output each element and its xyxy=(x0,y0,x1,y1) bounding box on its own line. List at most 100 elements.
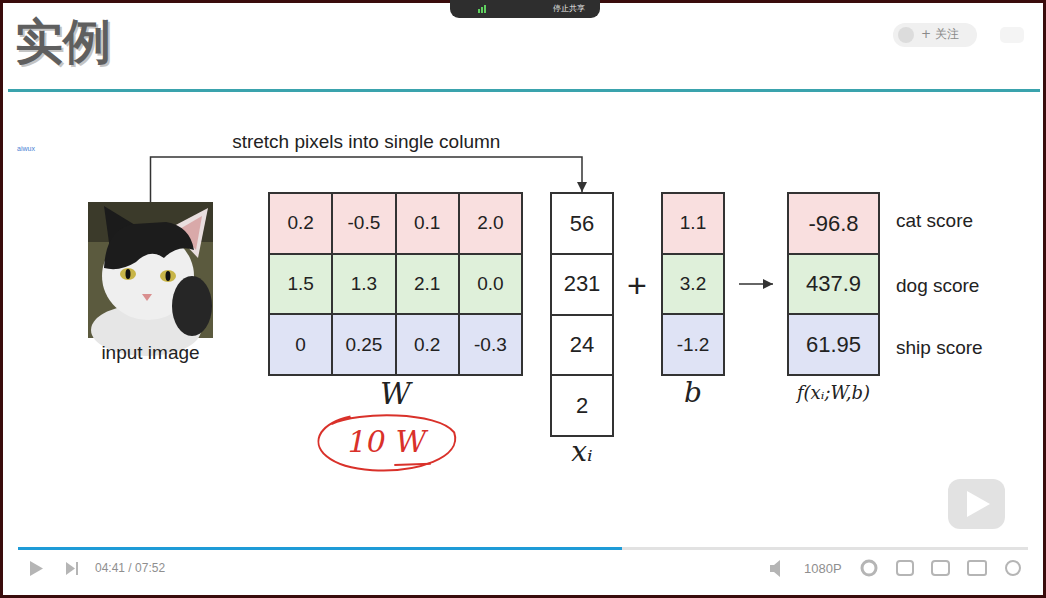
pixel-vector: 56231242xᵢ xyxy=(550,192,614,437)
widescreen-icon xyxy=(968,561,986,575)
cell-value: 231 xyxy=(564,271,601,296)
cell-value: 24 xyxy=(570,332,594,357)
progress-played xyxy=(18,547,622,550)
avatar-icon xyxy=(898,27,914,43)
cat-patch xyxy=(104,222,194,269)
node-caption: xᵢ xyxy=(571,436,592,468)
cell-value: 1.5 xyxy=(287,273,313,295)
play-icon xyxy=(30,561,43,576)
cat-photo xyxy=(88,202,213,356)
vector-cell: -1.2 xyxy=(662,314,724,375)
vector-cell: 2 xyxy=(551,375,613,436)
node-caption: input image xyxy=(101,342,199,364)
cell-value: 56 xyxy=(570,211,594,236)
signal-bar xyxy=(478,9,480,13)
volume-icon xyxy=(770,560,780,577)
node-caption: f(xᵢ;W,b) xyxy=(797,383,870,404)
cell-value: -96.8 xyxy=(808,211,858,236)
node-caption: W xyxy=(380,377,411,412)
cell-value: 61.95 xyxy=(806,332,861,357)
matrix-cell: 1.3 xyxy=(332,254,395,315)
cell-value: 0.2 xyxy=(287,212,313,234)
matrix-cell: 0.2 xyxy=(396,314,459,375)
cell-value: 437.9 xyxy=(806,271,861,296)
matrix-cell: 0.1 xyxy=(396,193,459,254)
cell-value: 0 xyxy=(295,334,306,356)
menu-button xyxy=(1000,27,1024,43)
matrix-cell: 0.0 xyxy=(459,254,522,315)
follow-text: + 关注 xyxy=(921,28,959,42)
progress-track xyxy=(18,547,1028,550)
cell-value: 1.3 xyxy=(351,273,377,295)
fullscreen-icon xyxy=(1006,561,1020,575)
signal-bar xyxy=(481,7,483,13)
slide-background xyxy=(3,3,1043,595)
matrix-cell: -0.5 xyxy=(332,193,395,254)
matrix-cell: 0.25 xyxy=(332,314,395,375)
input-image: input image xyxy=(88,202,213,338)
pip-icon xyxy=(932,561,949,575)
vector-cell: 3.2 xyxy=(662,254,724,315)
matrix-cell: 2.0 xyxy=(459,193,522,254)
big-play-icon xyxy=(967,491,990,517)
cell-value: 2.0 xyxy=(477,212,503,234)
weight-matrix: 0.2-0.50.12.01.51.32.10.000.250.2-0.3W xyxy=(268,192,523,376)
edge-label: stretch pixels into single column xyxy=(229,131,503,153)
cat-eye xyxy=(120,268,136,280)
node-caption: b xyxy=(684,377,702,409)
time-display: 04:41 / 07:52 xyxy=(95,562,165,576)
note-text: 10 W xyxy=(348,425,427,460)
note-ellipse xyxy=(318,415,455,470)
score-cell: 437.9 xyxy=(788,254,879,315)
matrix-cell: 0.2 xyxy=(269,193,332,254)
cat-patch xyxy=(172,276,212,336)
cell-value: -0.3 xyxy=(474,334,507,356)
score-label: cat score xyxy=(896,210,973,232)
matrix-cell: 1.5 xyxy=(269,254,332,315)
cell-value: 2.1 xyxy=(414,273,440,295)
stop-share-text: 停止共享 xyxy=(553,4,585,13)
cat-eye xyxy=(160,270,176,282)
note-underline xyxy=(394,464,431,465)
score-label: dog score xyxy=(896,275,979,297)
watermark: aiwux xyxy=(17,145,35,153)
settings-icon xyxy=(862,561,876,575)
quality-label: 1080P xyxy=(804,562,842,577)
connector-arrow xyxy=(739,283,773,285)
matrix-cell: -0.3 xyxy=(459,314,522,375)
slide-title: 实例 xyxy=(15,14,111,69)
bias-vector: 1.13.2-1.2b xyxy=(661,192,725,376)
signal-bar xyxy=(484,5,486,13)
cell-value: -0.5 xyxy=(348,212,381,234)
matrix-cell: 2.1 xyxy=(396,254,459,315)
title-rule xyxy=(8,89,1040,92)
cat-pupil xyxy=(166,271,171,281)
handwritten-note: 10 W xyxy=(314,410,460,474)
share-bar xyxy=(450,0,600,18)
next-icon xyxy=(76,562,78,575)
cell-value: 0.1 xyxy=(414,212,440,234)
score-label: ship score xyxy=(896,337,983,359)
cell-value: 3.2 xyxy=(680,273,706,295)
cell-value: 0.0 xyxy=(477,273,503,295)
danmaku-icon xyxy=(897,561,913,575)
vector-cell: 231 xyxy=(551,254,613,315)
follow-button xyxy=(893,23,977,47)
score-vector: -96.8437.961.95f(xᵢ;W,b) xyxy=(787,192,880,376)
vector-cell: 1.1 xyxy=(662,193,724,254)
cat-nose xyxy=(142,294,152,301)
cell-value: 1.1 xyxy=(680,212,706,234)
cell-value: 2 xyxy=(576,393,588,418)
score-cell: -96.8 xyxy=(788,193,879,254)
vector-cell: 24 xyxy=(551,315,613,376)
cat-pupil xyxy=(126,269,131,279)
cell-value: 0.25 xyxy=(345,334,382,356)
matrix-cell: 0 xyxy=(269,314,332,375)
vector-cell: 56 xyxy=(551,193,613,254)
cell-value: 0.2 xyxy=(414,334,440,356)
next-icon xyxy=(66,562,75,575)
plus-sign: + xyxy=(627,266,647,305)
cell-value: -1.2 xyxy=(677,334,710,356)
score-cell: 61.95 xyxy=(788,314,879,375)
